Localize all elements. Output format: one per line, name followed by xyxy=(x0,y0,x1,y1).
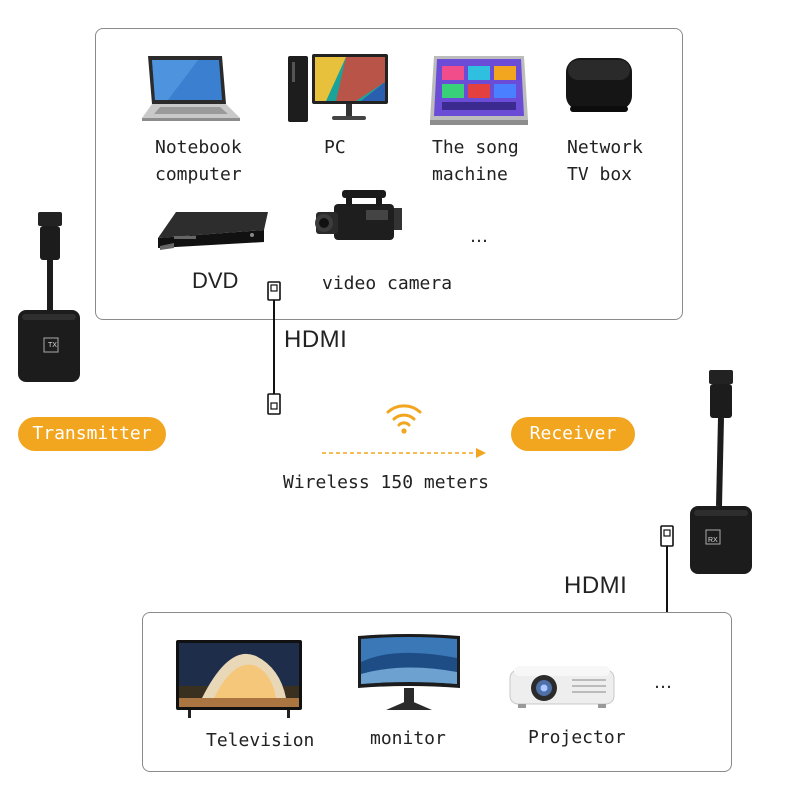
hdmi-label-top: HDMI xyxy=(284,326,348,353)
wireless-distance-label: Wireless 150 meters xyxy=(283,472,489,493)
hdmi-cable-icon xyxy=(267,281,281,415)
transmitter-dongle-icon xyxy=(18,212,80,382)
more-displays-ellipsis: … xyxy=(654,672,672,693)
display-label-monitor: monitor xyxy=(370,728,446,749)
transmitter-device-text: TX xyxy=(48,342,57,349)
source-label-video-camera: video camera xyxy=(322,273,453,294)
source-label-song-machine: The song machine xyxy=(432,137,519,185)
more-sources-ellipsis: … xyxy=(470,226,488,247)
receiver-dongle-icon xyxy=(690,370,752,574)
receiver-label: Receiver xyxy=(511,417,635,451)
wireless-arrow-icon xyxy=(322,448,486,458)
source-label-dvd: DVD xyxy=(192,268,239,293)
hdmi-label-bottom: HDMI xyxy=(564,572,628,599)
tv-box-icon xyxy=(566,58,632,112)
projector-icon xyxy=(509,666,615,708)
wifi-icon xyxy=(386,404,422,434)
display-label-projector: Projector xyxy=(528,727,626,748)
monitor-icon xyxy=(358,634,460,710)
transmitter-label: Transmitter xyxy=(18,417,166,451)
video-camera-icon xyxy=(315,190,402,240)
source-label-notebook: Notebook computer xyxy=(155,137,242,185)
dvd-player-icon xyxy=(158,212,268,250)
laptop-icon xyxy=(142,56,240,121)
source-label-tv-box: Network TV box xyxy=(567,137,643,185)
desktop-pc-icon xyxy=(288,54,388,122)
display-label-television: Television xyxy=(206,730,315,751)
source-label-pc: PC xyxy=(324,137,346,158)
television-icon xyxy=(176,640,302,718)
karaoke-machine-icon xyxy=(430,56,528,125)
receiver-device-text: RX xyxy=(708,537,718,544)
